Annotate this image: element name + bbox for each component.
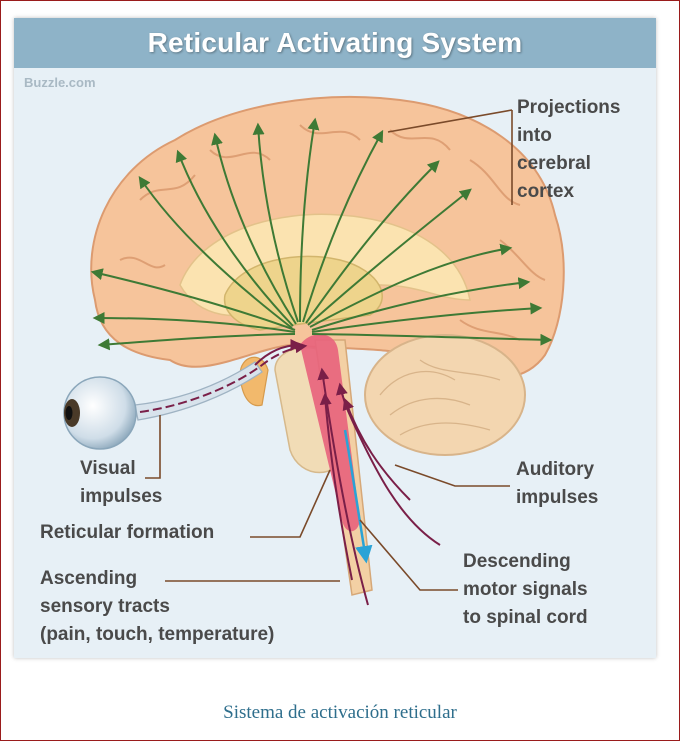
projection-arrows: [90, 117, 553, 351]
impulse-arrows: [139, 339, 441, 606]
diagram-title: Reticular Activating System: [147, 27, 523, 58]
label-projections: Projections into cerebral cortex: [517, 97, 621, 202]
image-caption: Sistema de activación reticular: [223, 702, 457, 723]
reticular-formation-core: [300, 334, 360, 532]
label-visual-impulses: Visual impulses: [80, 458, 163, 507]
optic-nerve: [134, 361, 263, 421]
descending-arrow: [343, 429, 373, 564]
cerebellum: [364, 334, 526, 456]
label-auditory-impulses: Auditory impulses: [516, 459, 599, 508]
label-ascending-sensory: Ascending sensory tracts (pain, touch, t…: [40, 568, 275, 645]
title-bar: Reticular Activating System: [14, 18, 656, 68]
label-reticular-formation: Reticular formation: [40, 522, 215, 543]
watermark: Buzzle.com: [24, 75, 96, 90]
leader-lines: [145, 109, 513, 591]
label-descending-motor: Descending motor signals to spinal cord: [463, 551, 588, 628]
